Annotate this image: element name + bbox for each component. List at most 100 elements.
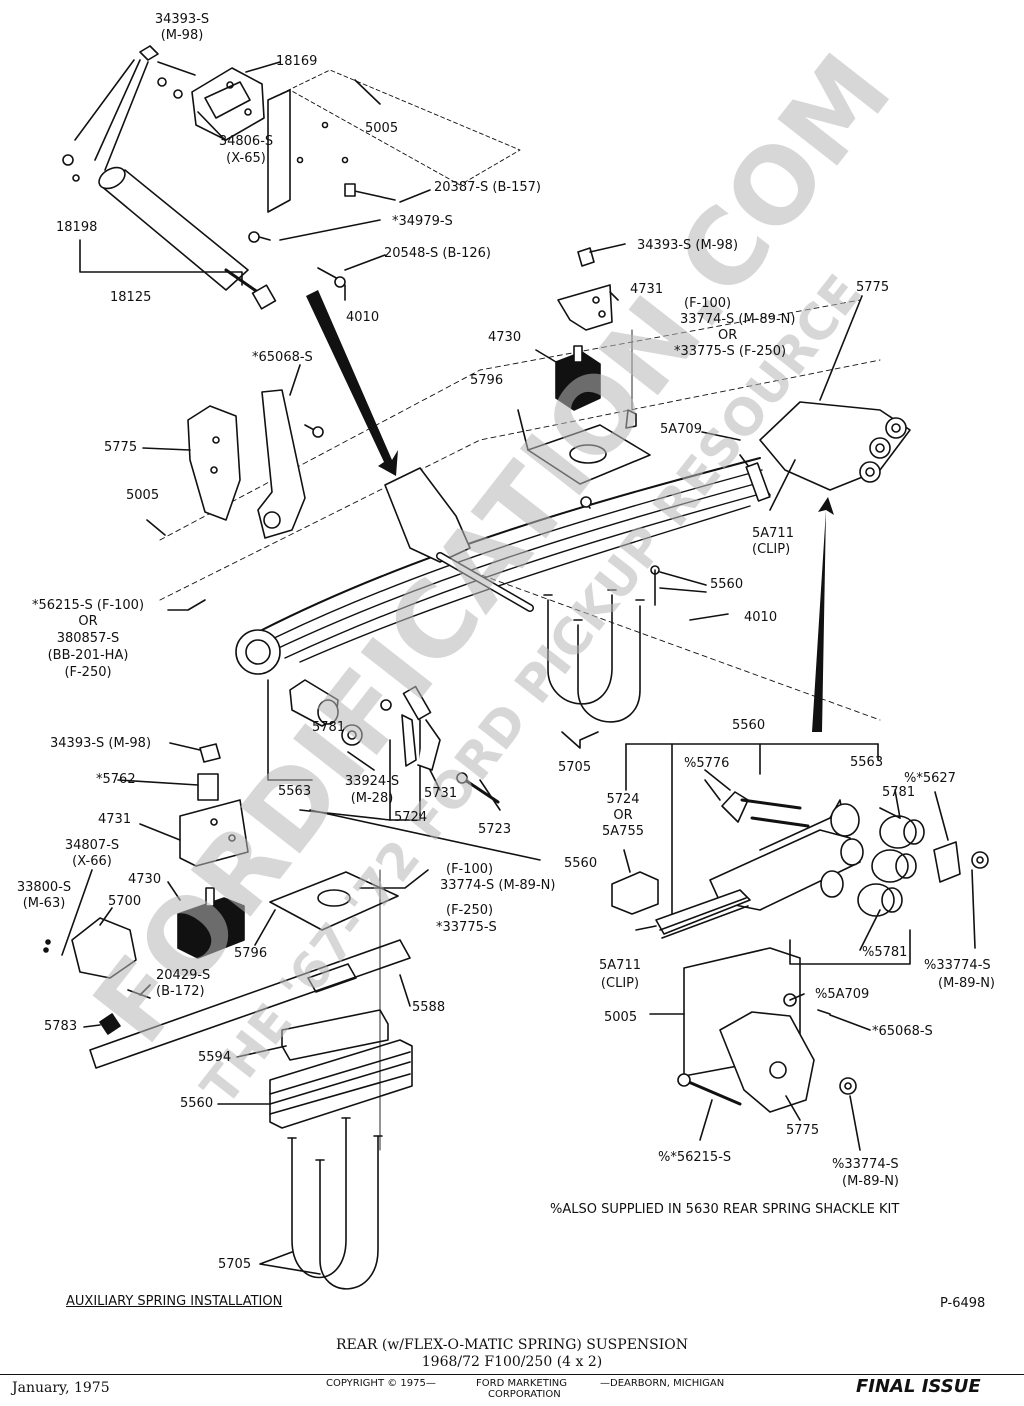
label-5a709-pct: %5A709 bbox=[815, 987, 870, 1002]
label-5781-right: 5781 bbox=[882, 785, 916, 800]
label-5a711-right: 5A711 bbox=[752, 526, 794, 541]
label-5700: 5700 bbox=[108, 894, 142, 909]
label-5627: %*5627 bbox=[904, 771, 956, 786]
label-x65: (X-65) bbox=[226, 151, 266, 166]
label-f250-c: (F-250) bbox=[446, 903, 494, 918]
label-f100-b: (F-100) bbox=[446, 862, 494, 877]
label-33775s-a: *33775-S (F-250) bbox=[674, 344, 787, 359]
label-x66: (X-66) bbox=[72, 854, 112, 869]
label-or-b: OR bbox=[78, 614, 98, 629]
label-56215s-pct: %*56215-S bbox=[658, 1150, 732, 1165]
label-5796-left: 5796 bbox=[234, 946, 268, 961]
label-34806s: 34806-S bbox=[218, 134, 274, 149]
label-33774s-b: 33774-S (M-89-N) bbox=[440, 878, 556, 893]
label-m89n-pct2: (M-89-N) bbox=[842, 1174, 900, 1189]
label-4731-right: 4731 bbox=[630, 282, 664, 297]
label-f100-a: (F-100) bbox=[684, 296, 732, 311]
label-20548s: 20548-S (B-126) bbox=[384, 246, 491, 261]
label-5705-mid: 5705 bbox=[558, 760, 592, 775]
label-5731: 5731 bbox=[424, 786, 458, 801]
direction-arrows bbox=[306, 290, 834, 732]
label-4731-left: 4731 bbox=[98, 812, 132, 827]
label-33800s: 33800-S bbox=[16, 880, 72, 895]
label-5762: *5762 bbox=[96, 772, 136, 787]
label-34393s-m98-right: 34393-S (M-98) bbox=[637, 238, 739, 253]
label-or-a: OR bbox=[718, 328, 738, 343]
shock-absorber-group bbox=[62, 45, 521, 310]
plate-number: P-6498 bbox=[940, 1296, 986, 1311]
label-5775-right: 5775 bbox=[856, 280, 890, 295]
diagram-subtitle: 1968/72 F100/250 (4 x 2) bbox=[421, 1354, 603, 1370]
label-34393s-m98-left: 34393-S (M-98) bbox=[50, 736, 152, 751]
label-5588: 5588 bbox=[412, 1000, 446, 1015]
label-5724-mid: 5724 bbox=[394, 810, 428, 825]
label-4730-left: 4730 bbox=[128, 872, 162, 887]
label-5724-right: 5724 bbox=[606, 792, 640, 807]
footer-final-issue: FINAL ISSUE bbox=[856, 1376, 981, 1397]
bushing-parts-mid bbox=[289, 679, 500, 804]
label-5776: %5776 bbox=[684, 756, 730, 771]
label-m63: (M-63) bbox=[22, 896, 66, 911]
label-33774s-pct: %33774-S bbox=[924, 958, 991, 973]
label-5560-left: 5560 bbox=[180, 1096, 214, 1111]
label-18125: 18125 bbox=[110, 290, 152, 305]
label-4010-mid: 4010 bbox=[744, 610, 778, 625]
label-20387s: 20387-S (B-157) bbox=[434, 180, 541, 195]
rear-shackle-exploded bbox=[611, 743, 989, 1151]
label-5563-right: 5563 bbox=[850, 755, 884, 770]
label-20429s: 20429-S bbox=[156, 968, 211, 983]
label-33924s: 33924-S bbox=[344, 774, 400, 789]
label-or-c: OR bbox=[613, 808, 633, 823]
label-5560-right: 5560 bbox=[732, 718, 766, 733]
label-5783: 5783 bbox=[44, 1019, 78, 1034]
label-33775s-b: *33775-S bbox=[436, 920, 497, 935]
label-65068s: *65068-S bbox=[252, 350, 313, 365]
footer-rule bbox=[0, 1374, 1024, 1375]
footer-corporation: CORPORATION bbox=[488, 1389, 561, 1400]
main-leaf-spring bbox=[142, 243, 911, 861]
label-5775-bottom: 5775 bbox=[786, 1123, 820, 1138]
label-b172: (B-172) bbox=[156, 984, 205, 999]
footer-copyright: COPYRIGHT © 1975— bbox=[326, 1378, 436, 1389]
label-5005-top: 5005 bbox=[365, 121, 399, 136]
label-5594: 5594 bbox=[198, 1050, 232, 1065]
label-380857s: 380857-S bbox=[56, 631, 120, 646]
label-5a755: 5A755 bbox=[602, 824, 644, 839]
label-5796-right: 5796 bbox=[470, 373, 504, 388]
label-clip-right: (CLIP) bbox=[752, 542, 791, 557]
label-18169: 18169 bbox=[276, 54, 318, 69]
label-18198: 18198 bbox=[56, 220, 98, 235]
label-5a711-left: 5A711 bbox=[599, 958, 641, 973]
auxiliary-install-caption: AUXILIARY SPRING INSTALLATION bbox=[66, 1294, 283, 1309]
label-clip-left: (CLIP) bbox=[600, 976, 640, 991]
footer-ford-marketing: FORD MARKETING bbox=[476, 1378, 568, 1389]
label-34979s: *34979-S bbox=[392, 214, 453, 229]
label-34807s: 34807-S bbox=[64, 838, 120, 853]
label-5005-mid: 5005 bbox=[126, 488, 160, 503]
label-5560-lmid: 5560 bbox=[564, 856, 598, 871]
label-56215s: *56215-S (F-100) bbox=[31, 598, 145, 613]
label-4010-top: 4010 bbox=[346, 310, 380, 325]
label-34393s-top: 34393-S bbox=[154, 12, 210, 27]
label-5723: 5723 bbox=[478, 822, 512, 837]
label-5705-bottom: 5705 bbox=[218, 1257, 252, 1272]
label-5560-mid: 5560 bbox=[710, 577, 744, 592]
auxiliary-spring-group bbox=[43, 742, 429, 1290]
label-33774s-a: 33774-S (M-89-N) bbox=[680, 312, 796, 327]
label-33774s-pct2: %33774-S bbox=[832, 1157, 899, 1172]
footer-date: January, 1975 bbox=[12, 1380, 110, 1396]
shackle-kit-note: %ALSO SUPPLIED IN 5630 REAR SPRING SHACK… bbox=[550, 1202, 900, 1217]
label-4730-right: 4730 bbox=[488, 330, 522, 345]
label-5a709: 5A709 bbox=[660, 422, 702, 437]
label-m89n-pct: (M-89-N) bbox=[938, 976, 996, 991]
label-bb201ha: (BB-201-HA) bbox=[47, 648, 129, 663]
label-5781-mid: 5781 bbox=[312, 720, 346, 735]
label-5781-pct: %5781 bbox=[862, 945, 908, 960]
label-f250-b: (F-250) bbox=[64, 665, 112, 680]
label-m98-top: (M-98) bbox=[160, 28, 204, 43]
label-5563-left: 5563 bbox=[278, 784, 312, 799]
footer-dearborn: —DEARBORN, MICHIGAN bbox=[600, 1378, 725, 1389]
label-5005-right: 5005 bbox=[604, 1010, 638, 1025]
diagram-title: REAR (w/FLEX-O-MATIC SPRING) SUSPENSION bbox=[335, 1337, 689, 1353]
